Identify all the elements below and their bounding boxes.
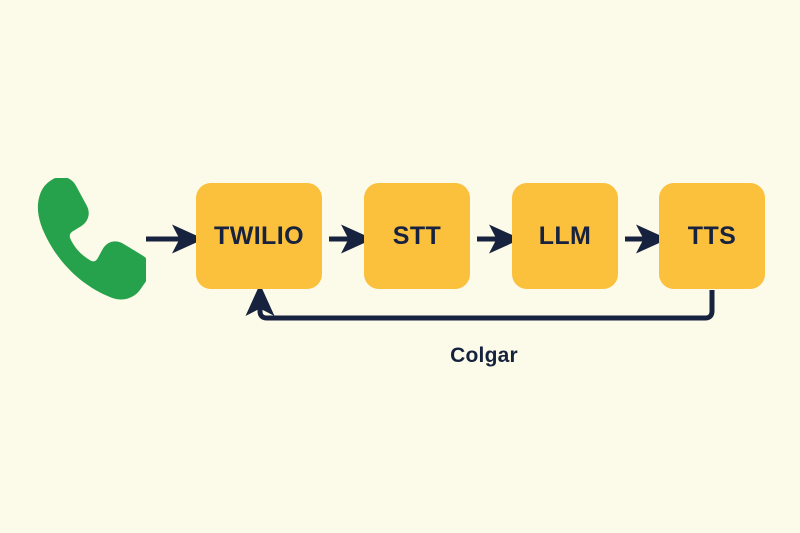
connector-feedback-loop bbox=[245, 284, 715, 321]
phone-handset-icon bbox=[34, 176, 151, 300]
node-llm[interactable]: LLM bbox=[512, 183, 618, 289]
node-stt[interactable]: STT bbox=[364, 183, 470, 289]
node-tts-label: TTS bbox=[687, 221, 737, 250]
node-twilio-label: TWILIO bbox=[214, 221, 304, 250]
node-stt-label: STT bbox=[392, 221, 442, 250]
node-twilio[interactable]: TWILIO bbox=[196, 183, 322, 289]
node-llm-label: LLM bbox=[538, 221, 592, 250]
feedback-loop-label: Colgar bbox=[450, 344, 518, 367]
node-tts[interactable]: TTS bbox=[659, 183, 765, 289]
